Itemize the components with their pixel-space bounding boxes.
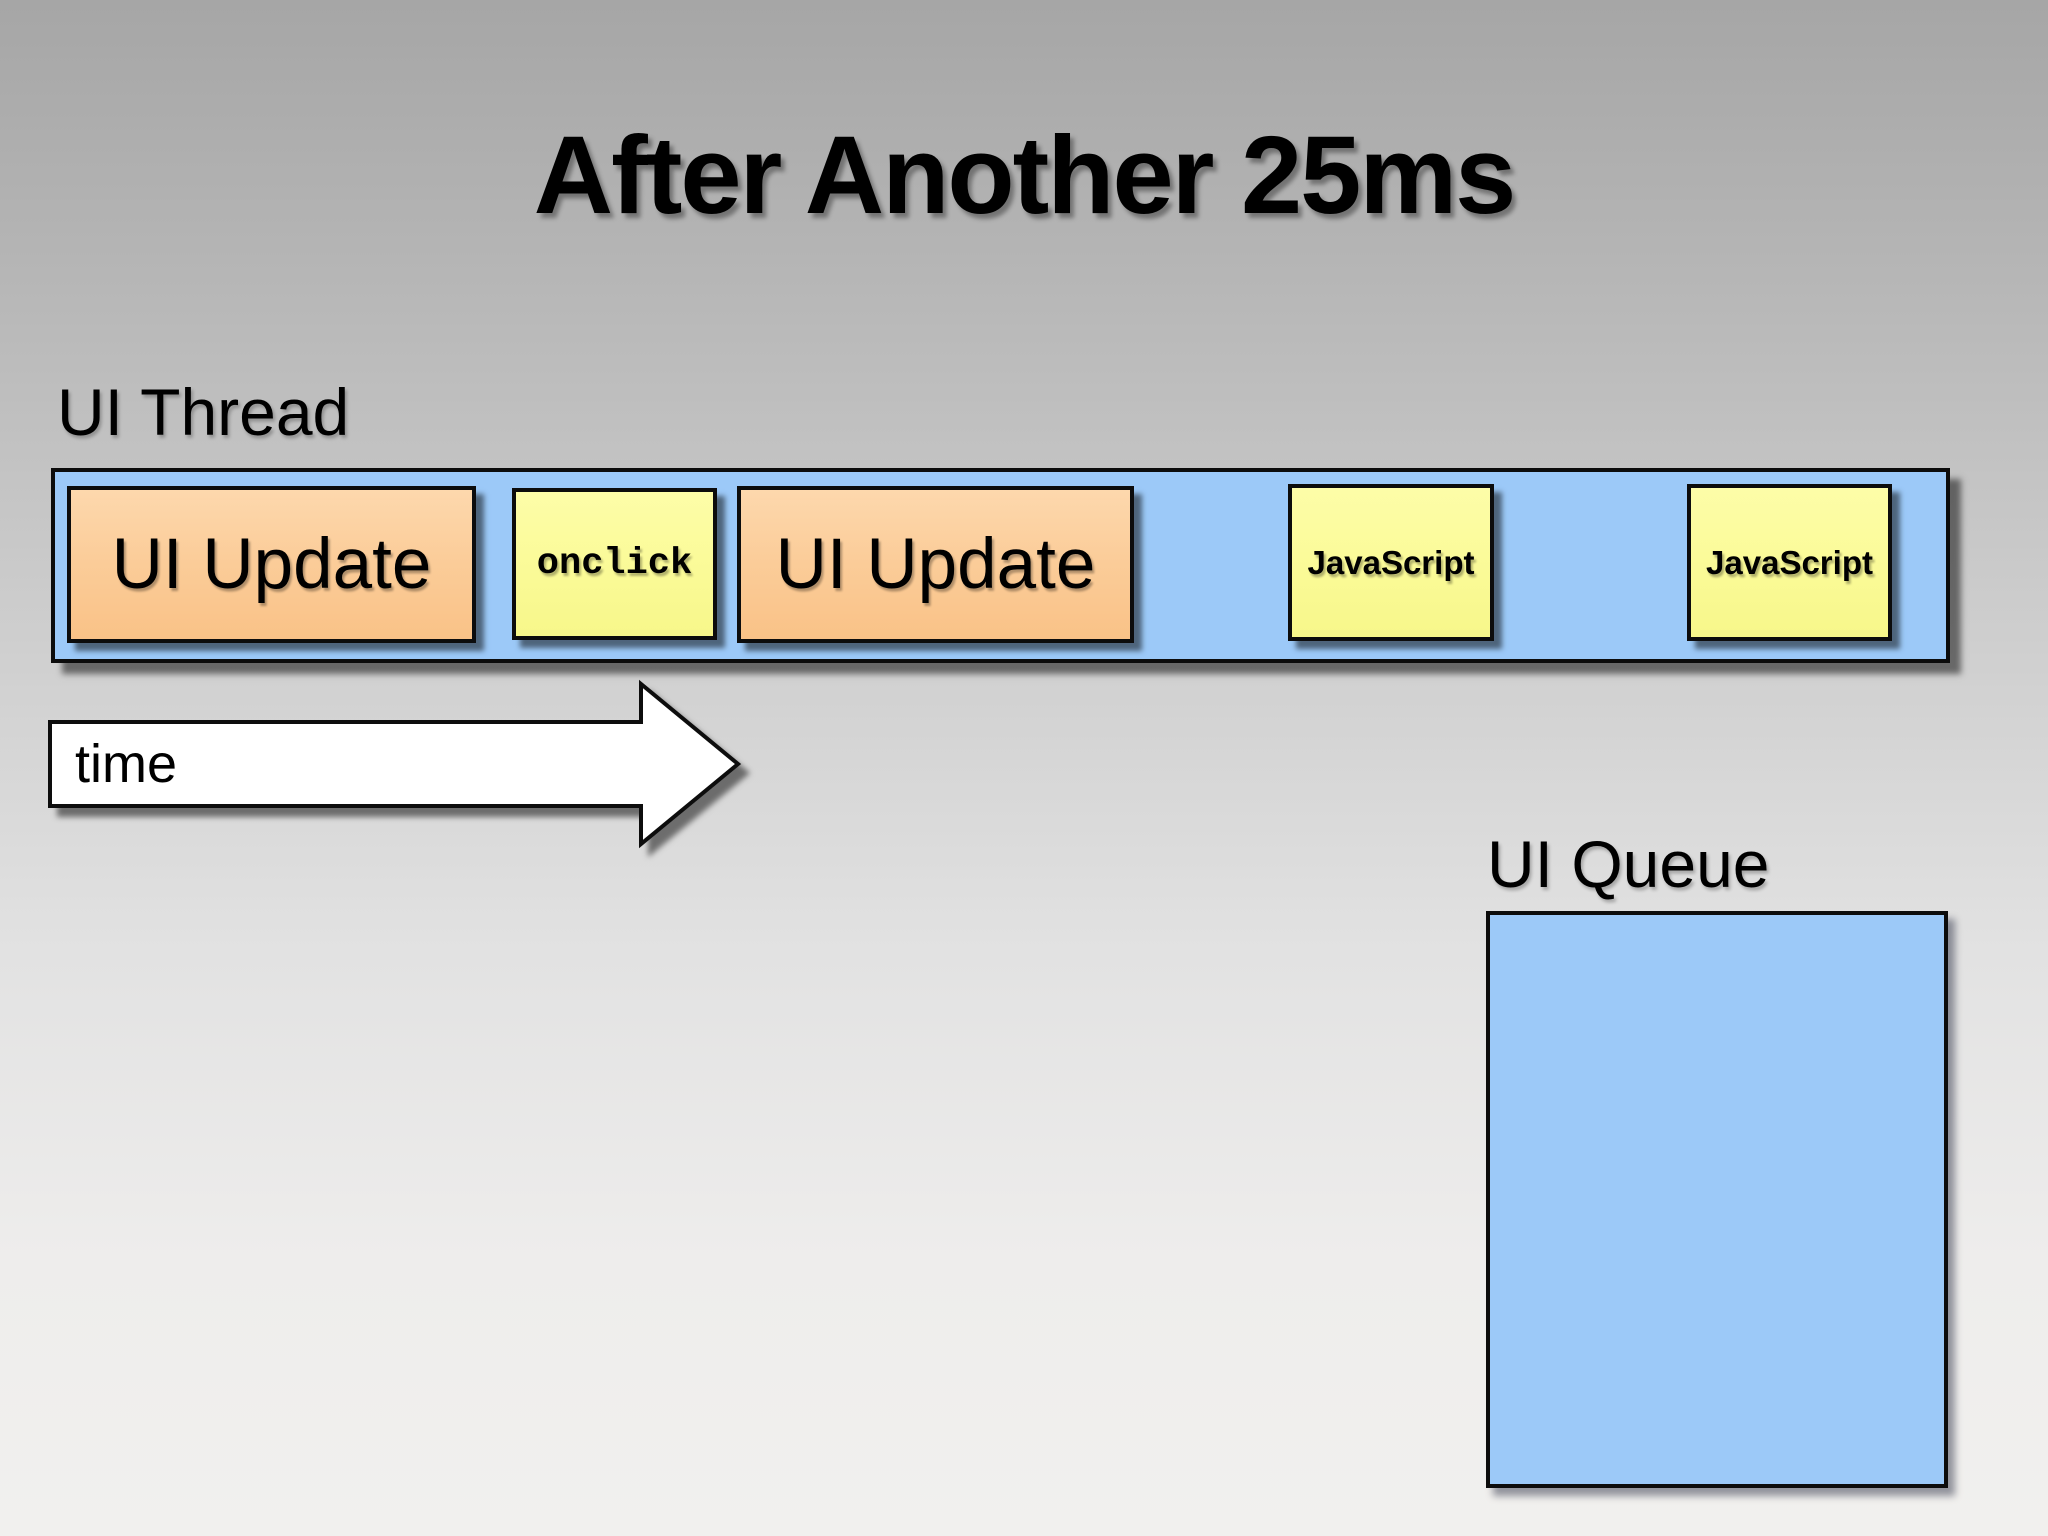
thread-block-label: JavaScript xyxy=(1706,543,1873,581)
thread-block-label: UI Update xyxy=(111,525,432,604)
time-arrow: time xyxy=(48,679,742,849)
thread-block-javascript-2: JavaScript xyxy=(1687,484,1892,641)
thread-block-onclick: onclick xyxy=(512,488,717,640)
thread-block-label: JavaScript xyxy=(1307,543,1475,581)
thread-block-label: onclick xyxy=(536,543,693,585)
time-arrow-label: time xyxy=(75,734,177,794)
thread-block-label: UI Update xyxy=(775,525,1096,604)
time-arrow-shape xyxy=(48,679,742,849)
ui-thread-track: UI Update onclick UI Update JavaScript J… xyxy=(51,468,1950,663)
ui-queue-label: UI Queue xyxy=(1487,827,1770,901)
thread-block-javascript-1: JavaScript xyxy=(1288,484,1494,641)
slide-title: After Another 25ms xyxy=(533,114,1517,237)
thread-block-ui-update-2: UI Update xyxy=(737,486,1134,643)
thread-block-ui-update-1: UI Update xyxy=(67,486,476,643)
ui-thread-label: UI Thread xyxy=(57,375,350,449)
ui-queue-box xyxy=(1486,911,1948,1488)
